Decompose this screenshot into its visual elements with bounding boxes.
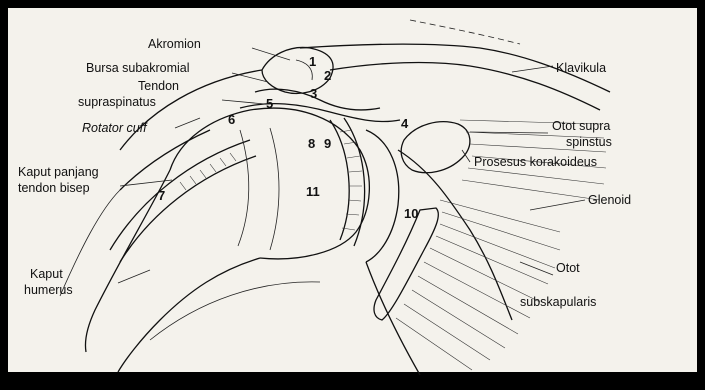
- number-5: 5: [266, 96, 273, 111]
- label-otot-supra-line2: spinstus: [566, 135, 612, 149]
- number-3: 3: [310, 86, 317, 101]
- label-bursa-subakromial: Bursa subakromial: [86, 61, 190, 75]
- bursa-outline: [255, 89, 380, 110]
- label-kaput-humerus-line2: humerus: [24, 283, 73, 297]
- clavicle-top-dashes: [410, 20, 520, 44]
- label-kaput-panjang-line1: Kaput panjang: [18, 165, 99, 179]
- label-tendon-line1: Tendon: [138, 79, 179, 93]
- number-4: 4: [401, 116, 409, 131]
- number-2: 2: [324, 68, 331, 83]
- label-otot-supra-line1: Otot supra: [552, 119, 610, 133]
- scapula-lower: [366, 262, 420, 375]
- label-otot-sub-line1: Otot: [556, 261, 580, 275]
- label-otot-sub-line2: subskapularis: [520, 295, 596, 309]
- label-tendon-line2: supraspinatus: [78, 95, 156, 109]
- label-kaput-panjang-line2: tendon bisep: [18, 181, 90, 195]
- label-akromion: Akromion: [148, 37, 201, 51]
- humerus-shaft-inner: [118, 258, 260, 372]
- label-rotator-cuff: Rotator cuff: [82, 121, 148, 135]
- label-prosesus-korakoideus: Prosesus korakoideus: [474, 155, 597, 169]
- subscapularis-fibers: [396, 200, 560, 370]
- biceps-tendon-outer: [110, 140, 250, 250]
- articular-surface-2: [344, 118, 365, 246]
- number-10: 10: [404, 206, 418, 221]
- label-glenoid: Glenoid: [588, 193, 631, 207]
- number-9: 9: [324, 136, 331, 151]
- number-11: 11: [306, 184, 320, 199]
- humerus-inner-line-1: [238, 130, 249, 246]
- label-klavikula: Klavikula: [556, 61, 606, 75]
- lower-sweep: [150, 282, 320, 340]
- articular-hatch: [340, 130, 362, 230]
- scapula-outline: [398, 150, 512, 320]
- number-6: 6: [228, 112, 235, 127]
- glenoid-outline: [366, 130, 399, 262]
- number-8: 8: [308, 136, 315, 151]
- coracoid-outline: [401, 122, 470, 173]
- tendon-outline: [240, 104, 400, 122]
- articular-surface: [330, 120, 349, 240]
- number-7: 7: [158, 188, 165, 203]
- number-1: 1: [309, 54, 316, 69]
- humerus-inner-line-2: [270, 128, 279, 250]
- label-kaput-humerus-line1: Kaput: [30, 267, 63, 281]
